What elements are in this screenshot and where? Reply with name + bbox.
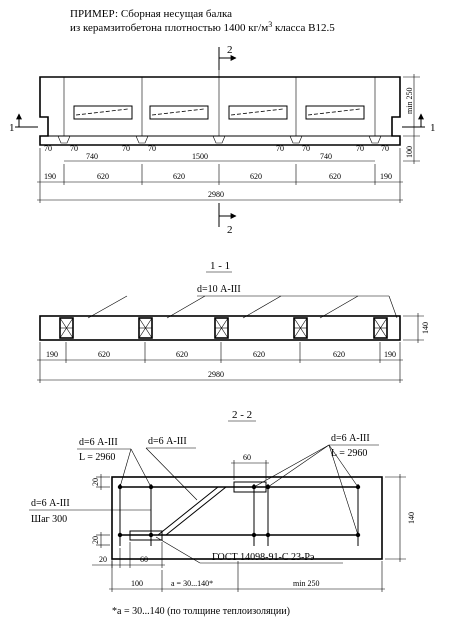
s22-dim-right-140: 140 [407,512,416,524]
span-dim: 620 [329,172,341,181]
s11-span-dim: 620 [333,350,345,359]
span-dim: 190 [44,172,56,181]
elev-dim-100: 100 [405,146,414,158]
opening-dim: 740 [320,152,332,161]
span-dim: 620 [173,172,185,181]
span-dim: 190 [380,172,392,181]
chamfer-dim: 70 [148,144,156,153]
elev-total-length: 2980 [208,190,224,199]
s22-dim-left-20-top: 20 [91,478,100,486]
chamfer-dim: 70 [44,144,52,153]
chamfer-dim: 70 [70,144,78,153]
opening-dim: 740 [86,152,98,161]
footnote: *а = 30...140 (по толщине теплоизоляции) [112,606,290,617]
s11-span-dim: 190 [384,350,396,359]
cut-mark-2-bottom: 2 [227,224,233,236]
cut-mark-1-left: 1 [9,122,15,134]
opening-dim: 1500 [192,152,208,161]
chamfer-dim: 70 [122,144,130,153]
section-2-2-title: 2 - 2 [232,409,252,421]
s22-dim-base-a: а = 30...140* [171,579,213,588]
chamfer-dim: 70 [276,144,284,153]
span-dim: 620 [97,172,109,181]
section-1-1-rebar-label: d=10 А-III [197,284,241,295]
chamfer-dim: 70 [356,144,364,153]
span-dim: 620 [250,172,262,181]
s11-span-dim: 620 [253,350,265,359]
s11-span-dim: 620 [98,350,110,359]
header-line1: ПРИМЕР: Сборная несущая балка [70,8,232,20]
chamfer-dim: 70 [381,144,389,153]
s22-label-left-mid-1: d=6 А-III [31,498,70,509]
section-1-1-height: 140 [421,322,430,334]
rebar-cages [59,317,388,339]
section-1-1: 1 - 1 d=10 А-III [37,260,430,383]
s22-label-left-top-2: L = 2960 [79,452,115,463]
s22-label-left-mid-2: Шаг 300 [31,514,67,525]
s22-dim-bottom-60: 60 [140,555,148,564]
rebar-frame [117,481,361,546]
beam-outline [39,76,401,146]
section-1-1-outline [39,315,401,341]
section-2-2-outline [111,476,383,560]
s22-dim-left-20-bottom: 20 [91,536,100,544]
header: ПРИМЕР: Сборная несущая балка из керамзи… [70,8,335,34]
cut-mark-1-right: 1 [430,122,436,134]
s11-span-dim: 620 [176,350,188,359]
s22-label-middle-top: d=6 А-III [148,436,187,447]
s11-span-dim: 190 [46,350,58,359]
s11-total-length: 2980 [208,370,224,379]
s22-dim-base-100: 100 [131,579,143,588]
elev-dim-min250: min 250 [405,88,414,114]
s22-label-right-top-2: L = 2960 [331,448,367,459]
s22-label-gost: ГОСТ 14098-91-С 23-Рэ [212,552,314,563]
section-2-2: 2 - 2 [29,409,416,592]
s22-label-left-top-1: d=6 А-III [79,437,118,448]
section-1-1-title: 1 - 1 [210,260,230,272]
chamfer-notches [57,135,382,144]
header-line2: из керамзитобетона плотностью 1400 кг/м3… [70,20,335,34]
chamfer-dim: 70 [302,144,310,153]
s22-dim-base-min: min 250 [293,579,319,588]
s22-label-right-top-1: d=6 А-III [331,433,370,444]
s22-dim-bottom-20: 20 [99,555,107,564]
beam-elevation: 2 1 [9,44,436,236]
s22-dim-top-60: 60 [243,453,251,462]
beam-openings [73,105,365,120]
cut-mark-2-top: 2 [227,44,233,56]
